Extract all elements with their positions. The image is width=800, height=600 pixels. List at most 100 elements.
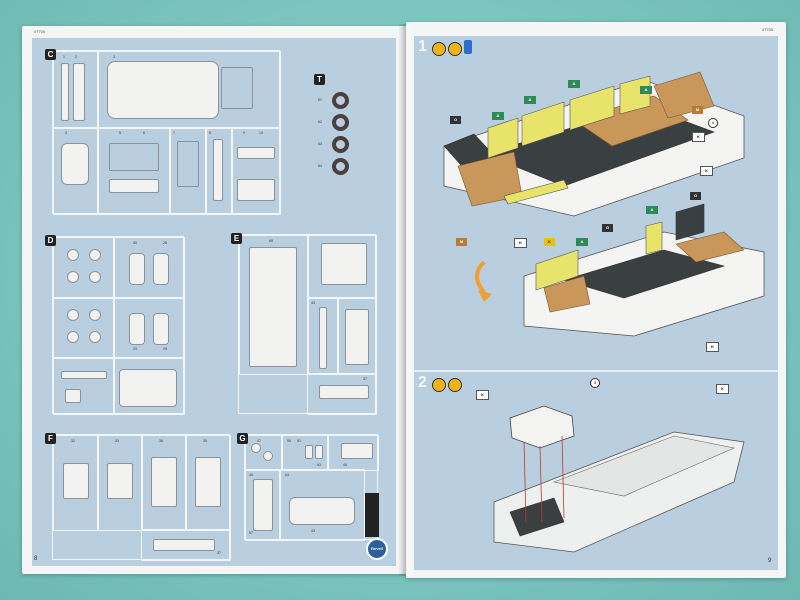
side-panel [345,309,369,365]
part-number: 53 [317,463,321,467]
upper-stripe-panel-2 [521,101,565,147]
glue-icon [432,42,446,56]
sprue-d-cell-a [53,237,115,299]
grille-panel [321,243,367,285]
left-page-header: 07705 [34,29,46,34]
part-number: 9 [243,131,245,135]
seat-part [153,313,169,345]
part-number: 63 [318,142,322,146]
callout-tag: K [514,238,527,248]
part-bracket [237,147,275,159]
part-column [213,139,223,201]
wheel-hub [89,271,101,283]
lower-dark-panel [675,203,705,241]
chassis-top-deck [552,435,735,497]
sprue-d-letter: D [45,235,56,246]
sprue-d-cell-b [113,237,185,299]
part-number: 28 [163,241,167,245]
part-number: 50 [287,439,291,443]
wheel-hub [89,249,101,261]
tire-ring-3 [332,136,349,153]
revell-logo: Revell [366,538,388,560]
sprue-c-cell-e [169,127,207,215]
sprue-c-letter: C [45,49,56,60]
part-number: 5 [119,131,121,135]
sprue-f-cell-e [141,529,231,561]
part-chassis-top [107,61,219,119]
part-rod [61,63,69,121]
rotate-arrowhead [478,290,492,302]
right-blue-panel: 1 [414,36,778,570]
part-number: 37 [363,377,367,381]
sprue-g-cell-b [281,435,329,471]
part-small-bits [177,141,199,187]
wheel-hub [67,249,79,261]
door-panel [195,457,221,507]
callout-tag: K [706,342,719,352]
part-frame-rails [221,67,253,109]
callout-tag: A [640,86,652,94]
step-1-number: 1 [418,38,427,55]
upper-stripe-panel-1 [487,117,519,159]
callout-tag: K [716,384,729,394]
sprue-e-frame: E 69 43 37 [231,233,377,415]
upper-front-strip [503,179,569,205]
book-spine [398,24,414,576]
left-page: 07705 [22,26,406,574]
part-number: 43 [311,529,315,533]
part-number: 37 [217,551,221,555]
part-number: 61 [318,98,322,102]
small-part [65,389,81,403]
sprue-e-cell-d [337,297,377,375]
part-seat-tub [61,143,89,185]
part-number: 7 [173,131,175,135]
sprue-c-cell-f [205,127,233,215]
callout-tag: O [690,192,701,200]
sprue-g-frame: G 47 50 51 53 45 44 43 40 57 [237,433,379,541]
decal-icon [464,40,472,54]
wheel-hub [89,309,101,321]
part-number: 32 [71,439,75,443]
wheel-hub [67,271,79,283]
step-2-circle-callout: 3 [590,378,600,388]
door-panel [107,463,133,499]
sprue-f-cell-b [97,435,143,531]
sprue-d-cell-e [53,357,115,415]
sprue-e-cell-a [239,235,309,375]
right-page-header: 07705 [762,27,774,32]
tire-ring-1 [332,92,349,109]
sprue-f-frame: F 32 33 36 35 37 [45,433,231,561]
part-number: 40 [249,473,253,477]
part-number: 43 [311,301,315,305]
door-panel [151,457,177,507]
callout-tag: M [456,238,467,246]
sprue-d-cell-d [113,297,185,359]
callout-tag: A [568,80,580,88]
step-2-diagram [493,405,745,553]
callout-tag: A [576,238,588,246]
paint-icon [448,42,462,56]
right-page: 07705 1 [406,22,786,578]
seat-subassembly [509,405,575,449]
sprue-g-cell-a [245,435,283,471]
sprue-c-cell-a [53,51,99,129]
part-number: 8 [209,131,211,135]
callout-tag: K [692,132,705,142]
part-number: 6 [143,131,145,135]
part-linkages [109,143,159,171]
panel-part [253,479,273,531]
part-number: 36 [159,439,163,443]
sprue-e-cell-c [307,297,339,375]
door-panel [63,463,89,499]
guide-line-1 [523,441,527,523]
part-number: 64 [318,164,322,168]
wheel-hub [67,331,79,343]
sprue-c-cell-g [231,127,281,215]
paint-icon [448,378,462,392]
glue-icon [432,378,446,392]
sprue-d-cell-c [53,297,115,359]
black-strip [365,493,379,537]
sprue-c-cell-c [53,127,99,215]
axle-rod [61,371,107,379]
seat-part [129,253,145,285]
